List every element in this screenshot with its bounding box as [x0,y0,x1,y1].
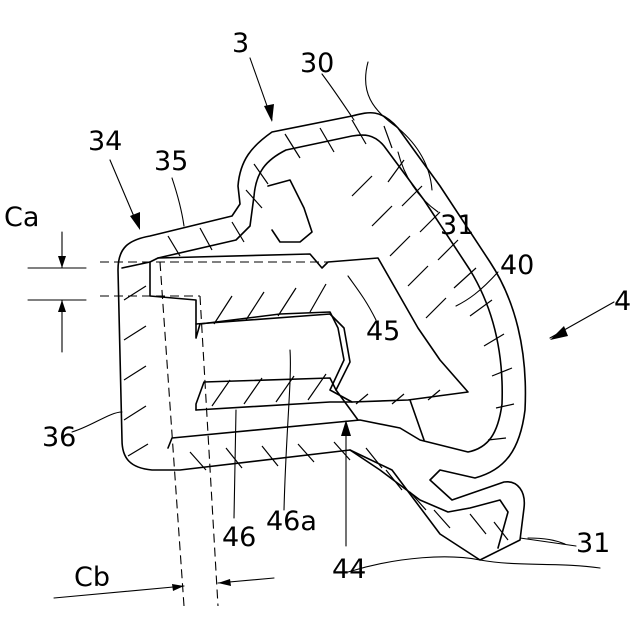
ref-label-ca: Ca [4,202,39,233]
ref-label-3: 3 [232,28,249,59]
ref-label-30: 30 [300,48,334,79]
dimension-ca [28,232,330,352]
ref-label-46a: 46a [266,506,317,537]
ref-label-35: 35 [154,146,188,177]
ref-label-4: 4 [614,286,631,317]
ref-label-36: 36 [42,422,76,453]
ref-label-34: 34 [88,126,122,157]
ref-label-44: 44 [332,554,366,585]
leader-lines [72,58,614,546]
upper-step [268,180,312,242]
lower-clip [350,450,508,548]
ref-label-31-upper: 31 [440,210,474,241]
section-hatching [124,120,514,540]
ref-label-40: 40 [500,250,534,281]
dimension-cb [54,262,274,606]
ref-label-31-lower: 31 [576,528,610,559]
ref-label-45: 45 [366,316,400,347]
holding-cavity [150,254,468,402]
body-outline-lower [348,557,600,572]
seal-outer-contour [118,113,525,560]
lip-lower-edge [196,402,352,410]
seal-skin-line [158,135,502,452]
shoulder-upper [122,262,150,268]
ref-label-cb: Cb [74,562,110,593]
body-outline-upper [366,62,432,190]
ref-label-46: 46 [222,522,256,553]
